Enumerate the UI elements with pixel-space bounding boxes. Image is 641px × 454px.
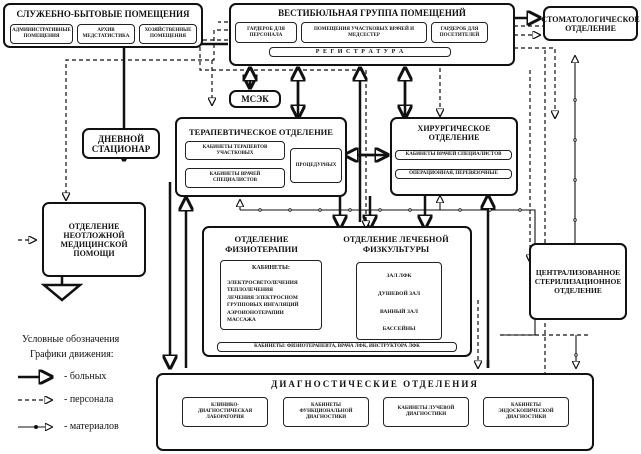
diagnostics-title: ДИАГНОСТИЧЕСКИЕ ОТДЕЛЕНИЯ [271, 379, 479, 389]
physio-cabinets-list: ЭЛЕКТРОСВЕТОЛЕЧЕНИЯ ТЕПЛОЛЕЧЕНИЯ ЛЕЧЕНИЯ… [227, 280, 299, 324]
physio-cabinet: ГРУППОВЫХ ИНГАЛЯЦИЙ [227, 302, 299, 309]
vestibule-staff-wardrobe: ГАРДЕРОБ ДЛЯ ПЕРСОНАЛА [235, 22, 297, 43]
surgery-operating-rooms: ОПЕРАЦИОННАЯ, ПЕРЕВЯЗОЧНЫЕ [395, 169, 512, 179]
service-rooms-household: ХОЗЯЙСТВЕННЫЕ ПОМЕЩЕНИЯ [139, 24, 197, 44]
physio-cabinet: МАССАЖА [227, 317, 256, 324]
dental-title: СТОМАТОЛОГИЧЕСКОЕ ОТДЕЛЕНИЕ [541, 14, 640, 33]
physio-cabinet: АЭРОИОНОТЕРАПИИ [227, 309, 284, 316]
physio-cabinet: ЛЕЧЕНИЯ ЭЛЕКТРОСНОМ [227, 294, 298, 301]
legend-staff: - персонала [64, 394, 114, 405]
legend-title: Условные обозначения [22, 334, 120, 345]
msek-block: МСЭК [229, 90, 281, 108]
therapy-block: ТЕРАПЕВТИЧЕСКОЕ ОТДЕЛЕНИЕ КАБИНЕТЫ ТЕРАП… [175, 117, 347, 197]
legend-materials: - материалов [64, 421, 119, 432]
registry: Р Е Г И С Т Р А Т У Р А [269, 47, 451, 57]
service-rooms-archive: АРХИВ МЕДСТАТИСТИКА [77, 24, 135, 44]
physio-block: ОТДЕЛЕНИЕ ФИЗИОТЕРАПИИ ОТДЕЛЕНИЕ ЛЕЧЕБНО… [202, 226, 472, 357]
diagnostics-radiology: КАБИНЕТЫ ЛУЧЕВОЙ ДИАГНОСТИКИ [383, 397, 469, 427]
emergency-block: ОТДЕЛЕНИЕ НЕОТЛОЖНОЙ МЕДИЦИНСКОЙ ПОМОЩИ [42, 202, 146, 277]
therapy-district-cabinets: КАБИНЕТЫ ТЕРАПЕВТОВ УЧАСТКОВЫХ [185, 141, 285, 160]
lfk-hall: ДУШЕВОЙ ЗАЛ [377, 291, 421, 297]
msek-title: МСЭК [241, 94, 269, 104]
legend-patients: - больных [64, 371, 107, 382]
service-rooms-title: СЛУЖЕБНО-БЫТОВЫЕ ПОМЕЩЕНИЯ [16, 9, 190, 19]
diagnostics-lab: КЛИНИКО-ДИАГНОСТИЧЕСКАЯ ЛАБОРАТОРИЯ [182, 397, 268, 427]
vestibule-block: ВЕСТИБЮЛЬНАЯ ГРУППА ПОМЕЩЕНИЙ ГАРДЕРОБ Д… [229, 3, 515, 66]
day-hospital-title: ДНЕВНОЙ СТАЦИОНАР [91, 133, 151, 154]
legend-lines [18, 377, 52, 429]
diagnostics-functional: КАБИНЕТЫ ФУНКЦИОНАЛЬНОЙ ДИАГНОСТИКИ [283, 397, 369, 427]
lfk-hall: ВАННЫЙ ЗАЛ [380, 309, 418, 315]
surgery-block: ХИРУРГИЧЕСКОЕ ОТДЕЛЕНИЕ КАБИНЕТЫ ВРАЧЕЙ … [390, 117, 518, 196]
physio-footer-cabinets: КАБИНЕТЫ: ФИЗИОТЕРАПЕВТА, ВРАЧА ЛФК, ИНС… [217, 342, 457, 352]
physio-cabinets-label: КАБИНЕТЫ: [252, 265, 290, 271]
service-rooms-block: СЛУЖЕБНО-БЫТОВЫЕ ПОМЕЩЕНИЯ АДМИНИСТРАТИВ… [3, 3, 203, 48]
lfk-hall: БАССЕЙНЫ [382, 326, 416, 332]
surgery-specialist-cabinets: КАБИНЕТЫ ВРАЧЕЙ СПЕЦИАЛИСТОВ [395, 150, 512, 160]
therapy-procedures: ПРОЦЕДУРНЫХ [290, 148, 342, 183]
physio-cabinet: ЭЛЕКТРОСВЕТОЛЕЧЕНИЯ [227, 280, 298, 286]
lfk-halls-panel: ЗАЛ ЛФК ДУШЕВОЙ ЗАЛ ВАННЫЙ ЗАЛ БАССЕЙНЫ [356, 262, 442, 340]
vestibule-doctors-rooms: ПОМЕЩЕНИЯ УЧАСТКОВЫХ ВРАЧЕЙ И МЕДСЕСТЕР [301, 22, 427, 43]
legend-subtitle: Графики движения: [30, 349, 114, 360]
service-rooms-admin: АДМИНИСТРАТИВНЫЕ ПОМЕЩЕНИЯ [10, 24, 73, 44]
therapy-specialist-cabinets: КАБИНЕТЫ ВРАЧЕЙ СПЕЦИАЛИСТОВ [185, 168, 285, 188]
dental-block: СТОМАТОЛОГИЧЕСКОЕ ОТДЕЛЕНИЕ [541, 6, 640, 41]
surgery-title: ХИРУРГИЧЕСКОЕ ОТДЕЛЕНИЕ [417, 124, 491, 142]
sterilization-block: ЦЕНТРАЛИЗОВАННОЕ СТЕРИЛИЗАЦИОННОЕ ОТДЕЛЕ… [529, 243, 627, 320]
therapy-title: ТЕРАПЕВТИЧЕСКОЕ ОТДЕЛЕНИЕ [189, 127, 333, 137]
lfk-title: ОТДЕЛЕНИЕ ЛЕЧЕБНОЙ ФИЗКУЛЬТУРЫ [343, 234, 449, 254]
physio-cabinet: ТЕПЛОЛЕЧЕНИЯ [227, 287, 273, 294]
physio-title: ОТДЕЛЕНИЕ ФИЗИОТЕРАПИИ [225, 234, 298, 254]
diagnostics-block: ДИАГНОСТИЧЕСКИЕ ОТДЕЛЕНИЯ КЛИНИКО-ДИАГНО… [156, 373, 594, 451]
physio-cabinets-panel: КАБИНЕТЫ: ЭЛЕКТРОСВЕТОЛЕЧЕНИЯ ТЕПЛОЛЕЧЕН… [220, 260, 322, 330]
vestibule-visitor-wardrobe: ГАРДЕРОБ ДЛЯ ПОСЕТИТЕЛЕЙ [431, 22, 488, 43]
emergency-title: ОТДЕЛЕНИЕ НЕОТЛОЖНОЙ МЕДИЦИНСКОЙ ПОМОЩИ [60, 221, 128, 258]
material-dots [258, 98, 578, 357]
lfk-hall: ЗАЛ ЛФК [386, 273, 412, 279]
day-hospital-block: ДНЕВНОЙ СТАЦИОНАР [82, 128, 160, 159]
diagnostics-endoscopy: КАБИНЕТЫ ЭНДОСКОПИЧЕСКОЙ ДИАГНОСТИКИ [483, 397, 569, 427]
sterilization-title: ЦЕНТРАЛИЗОВАННОЕ СТЕРИЛИЗАЦИОННОЕ ОТДЕЛЕ… [534, 268, 622, 295]
vestibule-title: ВЕСТИБЮЛЬНАЯ ГРУППА ПОМЕЩЕНИЙ [278, 8, 466, 18]
